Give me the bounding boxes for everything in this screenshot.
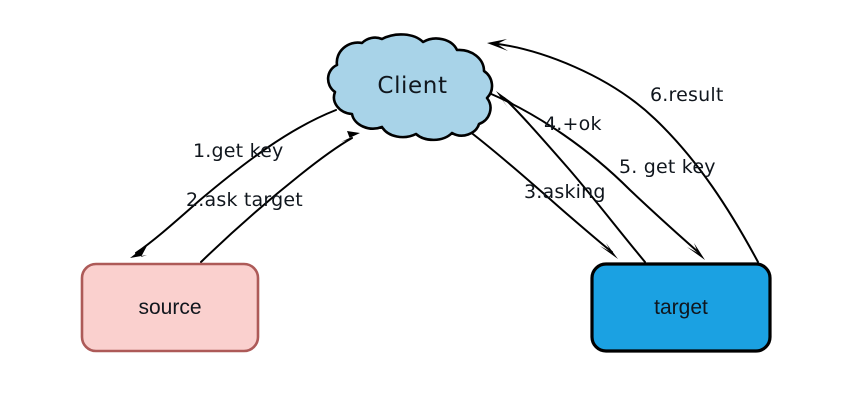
edge-5-get-key [488, 92, 705, 260]
edge-label-1-get-key: 1.get key [193, 140, 284, 162]
edge-label-2-ask-target: 2.ask target [186, 189, 303, 211]
edge-label-4-ok: 4.+ok [544, 113, 602, 135]
edge-label-5-get-key: 5. get key [619, 156, 716, 178]
edge-1-get-key [130, 109, 337, 258]
cloud-shape [326, 33, 494, 142]
node-client[interactable] [326, 33, 494, 142]
edge-2-ask-target [200, 131, 360, 263]
edge-1-arrowhead [130, 244, 148, 258]
node-target[interactable] [590, 262, 772, 353]
node-source[interactable] [80, 262, 260, 353]
edge-label-3-asking: 3.asking [524, 181, 606, 203]
edge-6-path [497, 43, 759, 263]
node-label-target: target [654, 296, 708, 319]
edge-6-result [487, 39, 759, 263]
node-label-source: source [138, 296, 202, 319]
edge-label-6-result: 6.result [650, 84, 724, 106]
edge-3-arrowhead [600, 243, 618, 259]
edge-3-path [468, 130, 613, 253]
edge-2-arrowhead [341, 131, 360, 142]
edge-5-path [488, 92, 699, 253]
edge-1-path [135, 109, 337, 254]
edge-3-asking [468, 130, 618, 259]
node-label-client: Client [377, 73, 448, 99]
target-shape [590, 262, 772, 353]
edge-2-path [200, 137, 353, 263]
edge-4-path [503, 97, 646, 263]
source-shape [80, 262, 260, 353]
edge-6-arrowhead [487, 39, 508, 51]
edge-5-arrowhead [687, 243, 705, 260]
